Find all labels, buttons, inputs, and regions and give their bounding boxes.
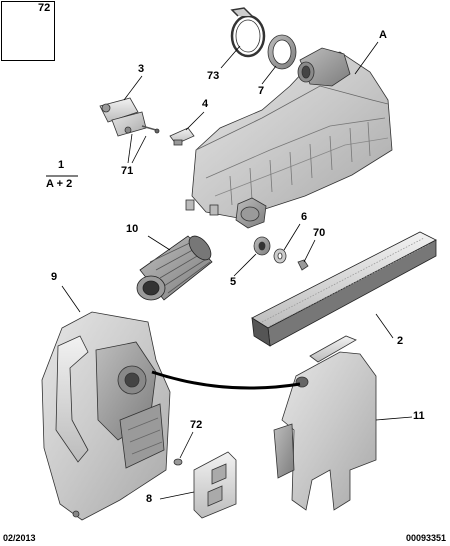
- callout-71: 71: [121, 165, 134, 177]
- air-filter-housing-upper: [185, 47, 393, 229]
- footer-reference: 00093351: [405, 533, 446, 543]
- nut-70: [297, 259, 309, 271]
- seal-ring-7: [267, 34, 297, 70]
- callout-9: 9: [51, 271, 58, 283]
- sensor-bracket-3: [99, 97, 160, 137]
- bolt-72-lower: [173, 458, 183, 466]
- callout-7: 7: [258, 85, 265, 97]
- callout-11: 11: [413, 410, 425, 422]
- intake-hose-10: [136, 235, 213, 301]
- bracket-8: [193, 451, 237, 519]
- callout-1-subtext: A + 2: [46, 178, 73, 190]
- air-filter-housing-lower-9: [41, 311, 171, 521]
- callout-3: 3: [138, 63, 145, 75]
- callout-73: 73: [207, 70, 220, 82]
- clip-4: [169, 127, 195, 146]
- callout-70: 70: [313, 227, 326, 239]
- callout-2: 2: [397, 335, 404, 347]
- callout-1: 1: [58, 159, 65, 171]
- inset-bolt-box: [1, 1, 55, 61]
- callout-8: 8: [146, 493, 153, 505]
- callout-4: 4: [202, 98, 209, 110]
- leader-lines: [61, 41, 413, 500]
- grommet-5: [253, 236, 271, 256]
- callout-5: 5: [230, 276, 237, 288]
- hose-clamp-73: [230, 7, 266, 58]
- callout-A: A: [379, 29, 387, 41]
- air-duct-11: [273, 335, 377, 511]
- connecting-pipe: [151, 370, 301, 390]
- callout-72: 72: [190, 419, 203, 431]
- callout-10: 10: [126, 223, 139, 235]
- footer-date: 02/2013: [3, 533, 36, 543]
- washer-6: [273, 248, 287, 264]
- inset-label-72: 72: [38, 2, 51, 14]
- air-filter-element-2: [251, 231, 437, 347]
- callout-6: 6: [301, 211, 308, 223]
